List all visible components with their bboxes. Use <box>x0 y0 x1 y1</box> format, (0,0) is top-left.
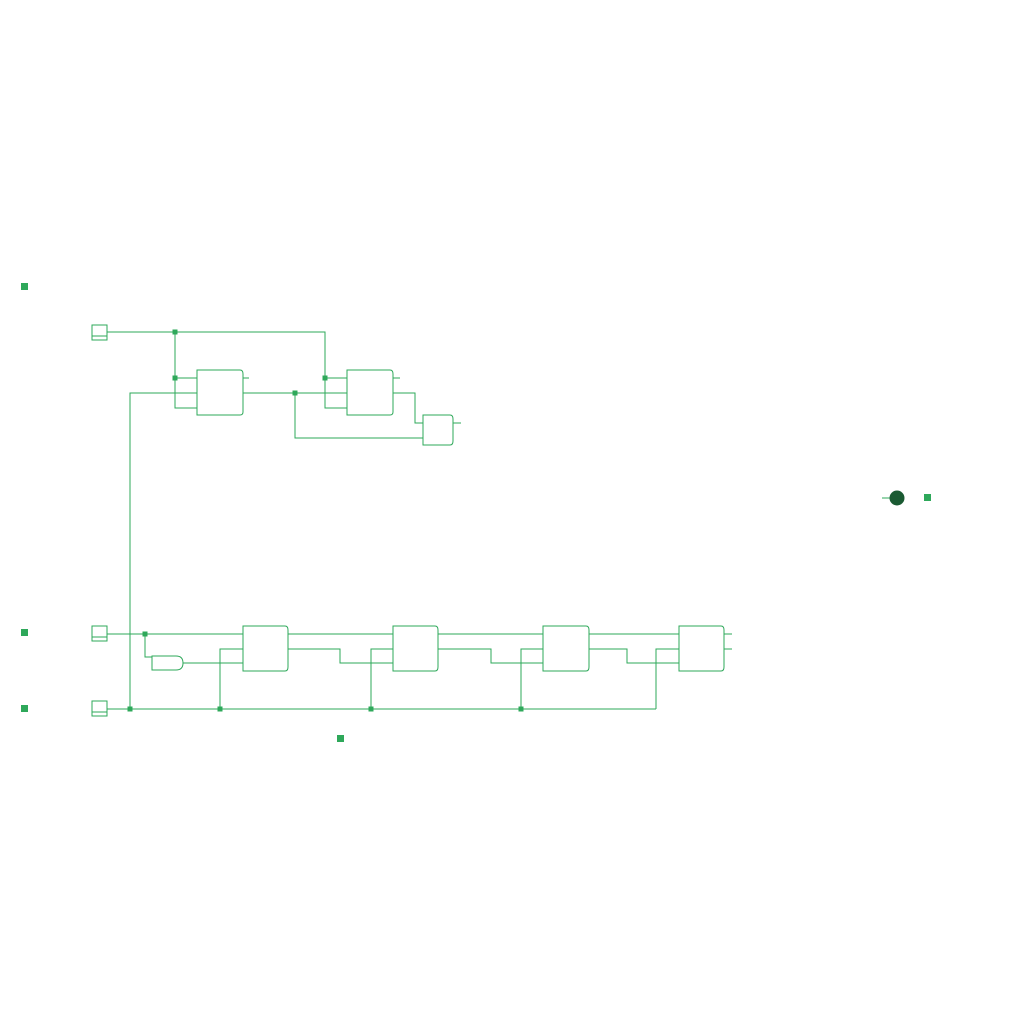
wires <box>107 331 891 710</box>
wire[interactable] <box>107 331 326 378</box>
wire[interactable] <box>393 392 423 424</box>
input-pins <box>91 324 108 717</box>
and-gate-bottom[interactable] <box>151 655 184 671</box>
wire[interactable] <box>324 378 347 409</box>
wire[interactable] <box>288 648 393 664</box>
flip-flop-2[interactable] <box>346 369 394 416</box>
selection-markers <box>21 283 931 742</box>
junction <box>172 329 178 335</box>
selection-marker-icon[interactable] <box>21 629 28 636</box>
wire[interactable] <box>129 392 197 709</box>
wire[interactable] <box>294 393 423 439</box>
input-pin-icon[interactable] <box>91 700 108 717</box>
junctions <box>127 329 524 712</box>
selection-marker-icon[interactable] <box>924 494 931 501</box>
selection-marker-icon[interactable] <box>337 735 344 742</box>
flip-flops-top <box>196 369 394 416</box>
flip-flop-1[interactable] <box>196 369 244 416</box>
input-pin-icon[interactable] <box>91 324 108 341</box>
and-gates <box>151 414 454 671</box>
junction <box>368 706 374 712</box>
junction <box>518 706 524 712</box>
input-pin-icon[interactable] <box>91 625 108 642</box>
and-gate-top[interactable] <box>422 414 454 446</box>
wire[interactable] <box>219 648 243 709</box>
wire[interactable] <box>655 648 679 709</box>
junction <box>292 390 298 396</box>
led-icon[interactable] <box>889 490 905 506</box>
junction <box>142 631 148 637</box>
wire[interactable] <box>174 332 197 409</box>
flip-flop-4[interactable] <box>392 625 439 672</box>
flip-flop-6[interactable] <box>678 625 725 672</box>
wire[interactable] <box>144 634 152 658</box>
junction <box>127 706 133 712</box>
wire[interactable] <box>370 648 393 709</box>
wire[interactable] <box>438 648 543 664</box>
junction <box>172 375 178 381</box>
junction <box>217 706 223 712</box>
flip-flops-bottom <box>242 625 725 672</box>
wire[interactable] <box>520 648 543 709</box>
flip-flop-3[interactable] <box>242 625 289 672</box>
selection-marker-icon[interactable] <box>21 705 28 712</box>
flip-flop-5[interactable] <box>542 625 590 672</box>
wire[interactable] <box>589 648 679 664</box>
selection-marker-icon[interactable] <box>21 283 28 290</box>
junction <box>322 375 328 381</box>
